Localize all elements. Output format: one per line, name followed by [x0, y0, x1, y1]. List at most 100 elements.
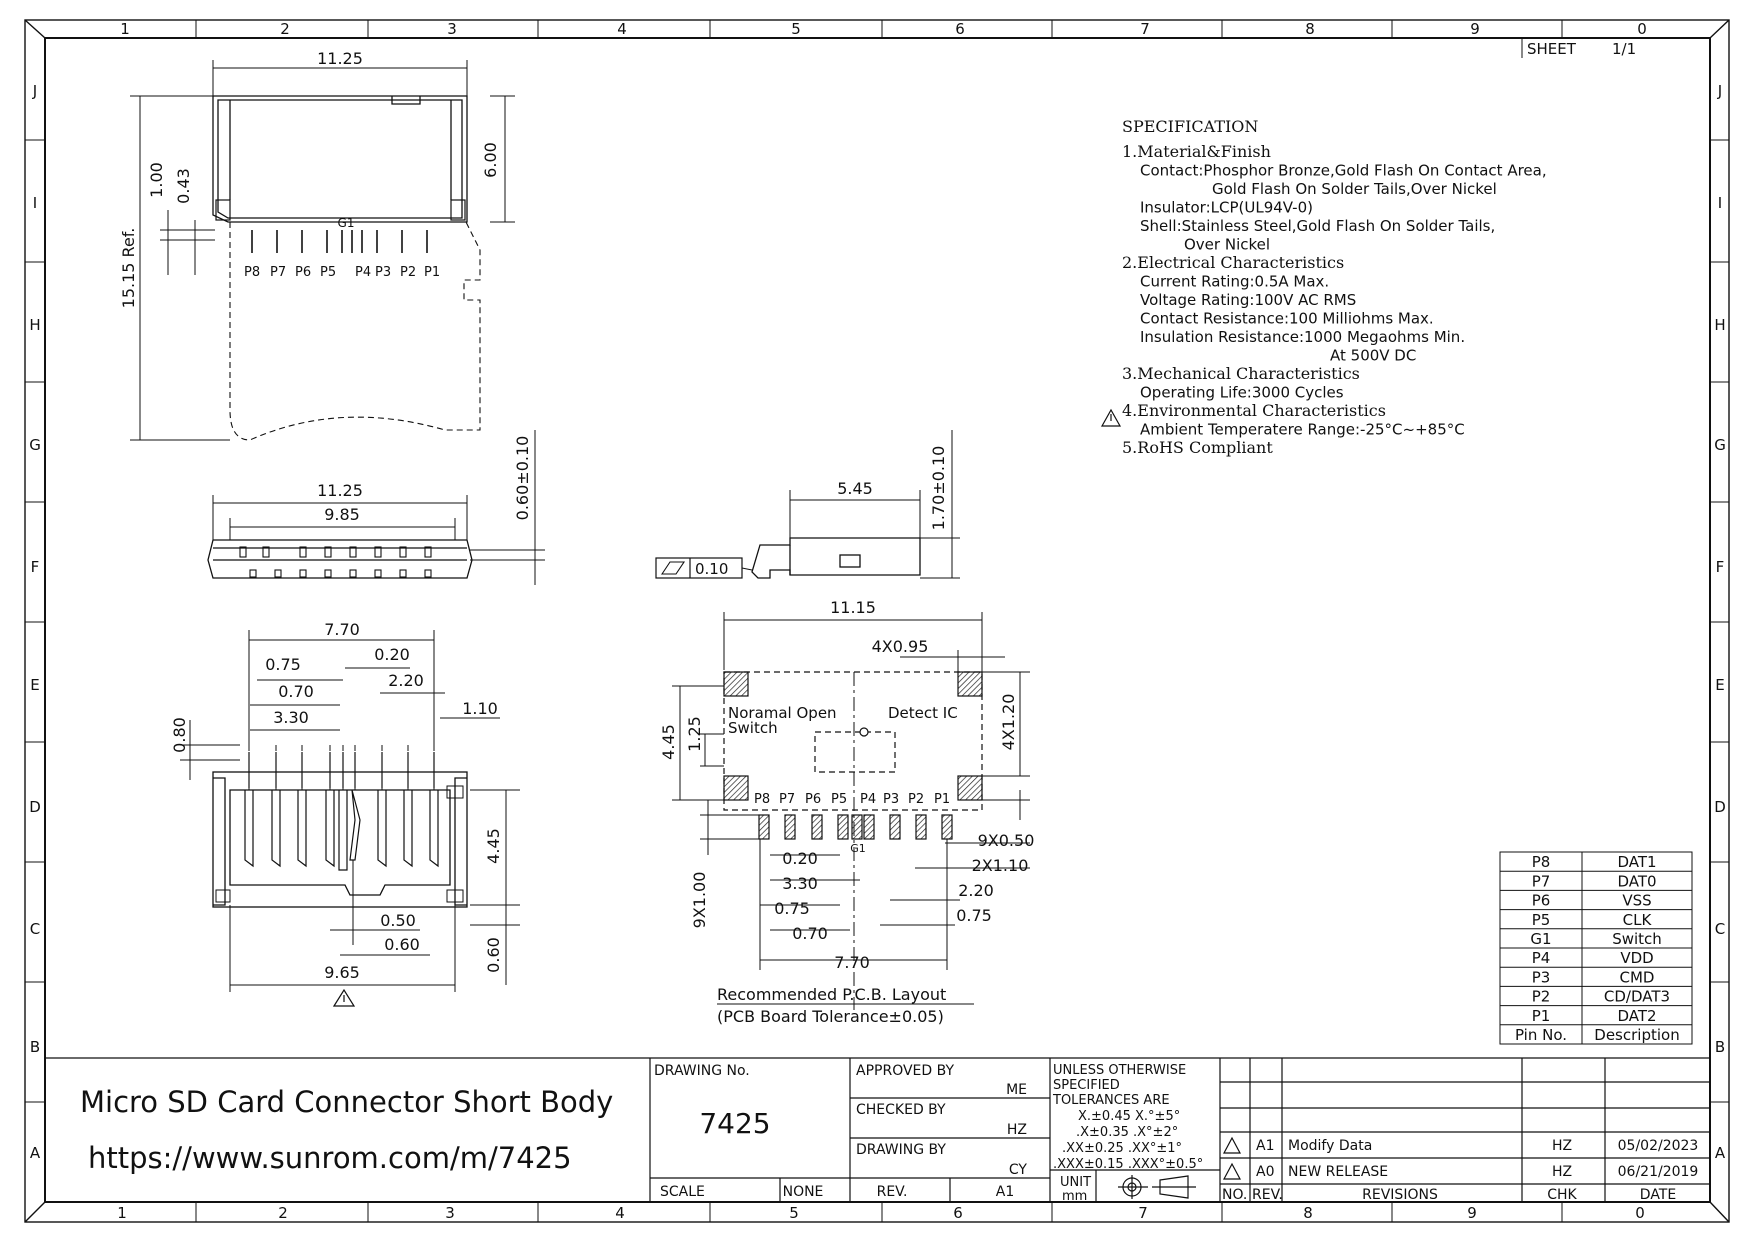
row-label: E	[1715, 676, 1724, 694]
dim-pcb-0-75: 0.75	[774, 899, 810, 918]
tolerance-line: SPECIFIED	[1053, 1078, 1120, 1093]
drawing-url: https://www.sunrom.com/m/7425	[88, 1141, 572, 1175]
col-label: 6	[955, 20, 965, 38]
spec-line: Voltage Rating:100V AC RMS	[1140, 291, 1356, 309]
dim-pcb-3-30: 3.30	[782, 874, 818, 893]
drawing-no: 7425	[699, 1107, 770, 1140]
pin-table-pin: P2	[1532, 988, 1551, 1006]
spec-line: Gold Flash On Solder Tails,Over Nickel	[1212, 180, 1497, 198]
dim-bottom-0-80: 0.80	[170, 717, 189, 753]
spec-heading: 2.Electrical Characteristics	[1122, 253, 1344, 272]
rev-header-rev: REV.	[1252, 1187, 1283, 1203]
dim-top-width: 11.25	[317, 49, 363, 68]
spec-line: Insulation Resistance:1000 Megaohms Min.	[1140, 328, 1465, 346]
dim-bottom-1-10: 1.10	[462, 699, 498, 718]
row-label: J	[32, 82, 37, 100]
revision-chk: HZ	[1552, 1164, 1572, 1180]
spec-heading: 1.Material&Finish	[1122, 142, 1271, 161]
revision-chk: HZ	[1552, 1138, 1572, 1154]
dim-profile-5-45: 5.45	[837, 479, 873, 498]
column-ticks-bottom	[195, 1202, 1563, 1222]
pcb-pin-label: P2	[908, 792, 924, 807]
approved-by-value: ME	[1006, 1082, 1027, 1098]
column-ticks-top	[195, 20, 1563, 38]
unit-value: mm	[1062, 1189, 1087, 1204]
pin-table-pin: P4	[1532, 949, 1551, 967]
pin-table-description: DAT1	[1617, 853, 1656, 871]
pcb-pin-label: P5	[831, 792, 847, 807]
col-label: 8	[1305, 20, 1315, 38]
warning-triangle-icon	[1100, 408, 1122, 427]
row-label: H	[29, 316, 40, 334]
rev-value: A1	[996, 1184, 1014, 1200]
pin-table-pin: P6	[1532, 892, 1551, 910]
dim-pcb-4-45: 4.45	[659, 724, 678, 760]
checked-by-label: CHECKED BY	[856, 1102, 946, 1118]
row-label: E	[30, 676, 39, 694]
col-label: 8	[1303, 1204, 1313, 1222]
row-label: B	[30, 1038, 40, 1056]
pin-table-description: VDD	[1620, 949, 1653, 967]
col-label: 3	[447, 20, 457, 38]
revision-desc: Modify Data	[1288, 1138, 1372, 1154]
pcb-caption-tolerance: (PCB Board Tolerance±0.05)	[717, 1007, 944, 1026]
warning-triangle-icon	[332, 988, 356, 1007]
rev-header-revisions: REVISIONS	[1362, 1187, 1438, 1203]
col-label: 5	[791, 20, 801, 38]
row-label: G	[29, 436, 41, 454]
unit-label: UNIT	[1060, 1175, 1091, 1190]
dim-pcb-4x0-95: 4X0.95	[872, 637, 929, 656]
pcb-caption: Recommended P.C.B. Layout	[717, 985, 946, 1004]
spec-line: Shell:Stainless Steel,Gold Flash On Sold…	[1140, 217, 1495, 235]
pin-table-pin: G1	[1530, 930, 1551, 948]
col-label: 2	[278, 1204, 288, 1222]
profile-view	[655, 430, 960, 579]
pin-label: P4	[355, 265, 371, 280]
drawing-by-label: DRAWING BY	[856, 1142, 946, 1158]
revision-date: 06/21/2019	[1618, 1164, 1699, 1180]
dim-bottom-4-45: 4.45	[484, 828, 503, 864]
pcb-g1-label: G1	[850, 842, 866, 855]
dim-profile-1-70: 1.70±0.10	[929, 446, 948, 531]
row-label: H	[1714, 316, 1725, 334]
drawing-title: Micro SD Card Connector Short Body	[80, 1085, 613, 1119]
dim-bottom-9-65: 9.65	[324, 963, 360, 982]
pin-table-description: CD/DAT3	[1604, 988, 1670, 1006]
pin-label: P3	[375, 265, 391, 280]
specification: SPECIFICATION 1.Material&FinishContact:P…	[1122, 117, 1547, 457]
pin-table-description: DAT0	[1617, 872, 1656, 890]
dim-pcb-4x1-20: 4X1.20	[999, 694, 1018, 751]
sheet-label: SHEET	[1527, 40, 1577, 58]
dim-bottom-2-20: 2.20	[388, 671, 424, 690]
col-label: 4	[615, 1204, 625, 1222]
dim-pcb-0-75-right: 0.75	[956, 906, 992, 925]
pcb-pin-label: P1	[934, 792, 950, 807]
row-label: F	[1716, 558, 1725, 576]
pin-label: P6	[295, 265, 311, 280]
dim-pcb-7-70: 7.70	[834, 953, 870, 972]
scale-value: NONE	[783, 1184, 824, 1200]
dim-pcb-11-15: 11.15	[830, 598, 876, 617]
revision-no: A0	[1256, 1164, 1274, 1180]
pin-table-pin: P1	[1532, 1007, 1551, 1025]
revision-no: A1	[1256, 1138, 1274, 1154]
rev-header-date: DATE	[1640, 1187, 1676, 1203]
col-label: 3	[445, 1204, 455, 1222]
spec-line: Contact Resistance:100 Milliohms Max.	[1140, 310, 1434, 328]
pin-label: P5	[320, 265, 336, 280]
dim-6-00: 6.00	[481, 142, 500, 178]
spec-line: Operating Life:3000 Cycles	[1140, 384, 1344, 402]
pin-table-pin: P8	[1532, 853, 1551, 871]
tolerance-line: X.±0.45 X.°±5°	[1078, 1109, 1180, 1124]
flatness-value: 0.10	[695, 560, 728, 578]
dim-side-11-25: 11.25	[317, 481, 363, 500]
approved-by-label: APPROVED BY	[856, 1063, 954, 1079]
row-label: G	[1714, 436, 1726, 454]
dim-bottom-0-75: 0.75	[265, 655, 301, 674]
pin-table-description: Description	[1594, 1026, 1679, 1044]
pcb-pin-label: P3	[883, 792, 899, 807]
sheet-value: 1/1	[1612, 40, 1636, 58]
row-label: I	[1718, 194, 1722, 212]
pin-table-pin: Pin No.	[1515, 1026, 1567, 1044]
